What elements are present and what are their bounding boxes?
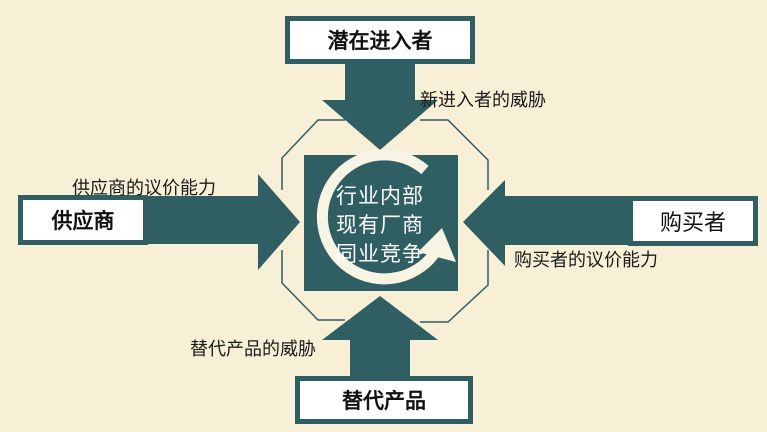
frame-bottom-right [420, 250, 489, 323]
arrow-top [322, 62, 438, 150]
box-substitutes: 替代产品 [295, 376, 473, 424]
label-buyer-bargaining: 购买者的议价能力 [514, 250, 658, 271]
label-substitute-threat: 替代产品的威胁 [190, 339, 316, 360]
frame-bottom-left [281, 250, 345, 321]
box-suppliers-label: 供应商 [51, 209, 115, 233]
center-line-1: 行业内部 [336, 184, 424, 208]
center-text: 行业内部 现有厂商 同业竞争 [318, 182, 442, 269]
octagon-frame [281, 119, 489, 323]
center-line-2: 现有厂商 [336, 213, 424, 237]
arrow-bottom [322, 296, 438, 378]
box-potential-entrants-label: 潜在进入者 [327, 29, 433, 53]
arrow-right [463, 180, 630, 266]
center-line-3: 同业竞争 [336, 242, 424, 266]
box-potential-entrants: 潜在进入者 [285, 16, 475, 64]
box-suppliers: 供应商 [18, 195, 148, 245]
label-supplier-bargaining: 供应商的议价能力 [72, 178, 216, 199]
box-buyers: 购买者 [628, 196, 758, 246]
box-buyers-label: 购买者 [659, 211, 726, 236]
frame-top-left [281, 119, 345, 190]
frame-top-right [420, 119, 489, 190]
cycle-arrow [316, 149, 456, 285]
box-substitutes-label: 替代产品 [342, 389, 426, 413]
arrow-left [143, 174, 300, 270]
cycle-arrow-head [418, 228, 456, 262]
label-new-entrant-threat: 新进入者的威胁 [420, 90, 546, 111]
